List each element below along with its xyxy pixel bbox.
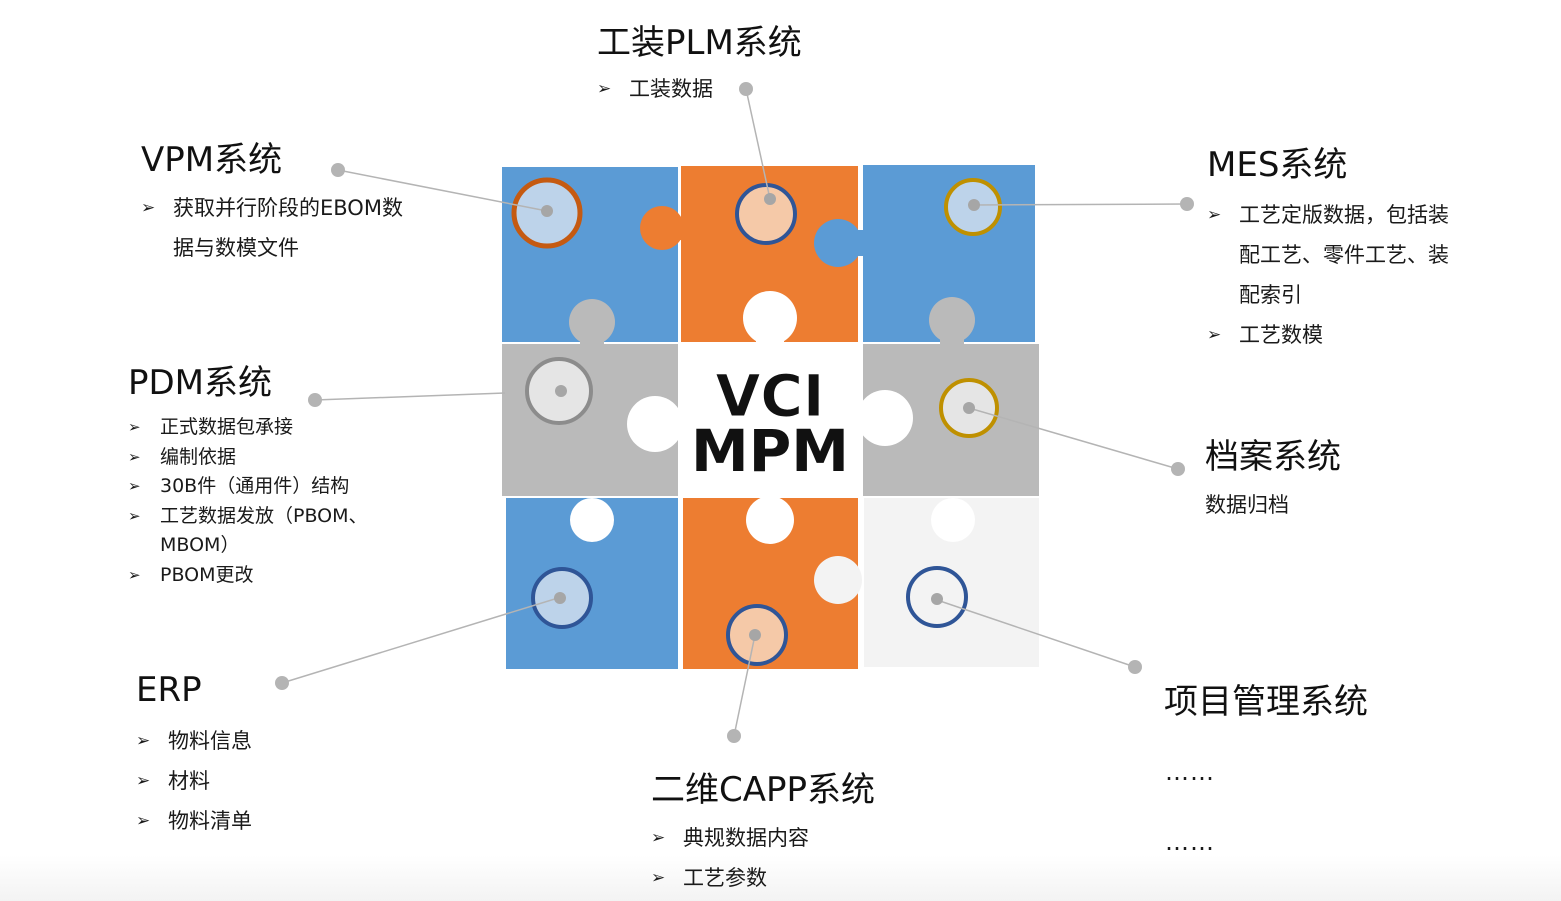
project-system-title: 项目管理系统 xyxy=(1164,682,1368,722)
list-item: ➢材料 xyxy=(136,761,252,801)
arrow-bullet-icon: ➢ xyxy=(597,79,612,99)
project-more-1: …… xyxy=(1165,758,1215,786)
arrow-bullet-icon: ➢ xyxy=(141,198,156,218)
center-title-line1: VCI xyxy=(715,362,824,430)
puzzle-tabs xyxy=(569,206,975,604)
list-item: ➢正式数据包承接 xyxy=(128,413,428,443)
capp-system-block: 二维CAPP系统 ➢典规数据内容 ➢工艺参数 xyxy=(651,770,875,898)
list-item: ➢PBOM更改 xyxy=(128,561,428,591)
list-item: ➢工艺定版数据，包括装配工艺、零件工艺、装配索引 xyxy=(1207,195,1454,315)
capp-item-list: ➢典规数据内容 ➢工艺参数 xyxy=(651,818,875,898)
archive-system-text: 数据归档 xyxy=(1205,493,1289,517)
pdm-system-block: PDM系统 ➢正式数据包承接 ➢编制依据 ➢30B件（通用件）结构 ➢工艺数据发… xyxy=(128,363,428,590)
list-item: ➢编制依据 xyxy=(128,443,428,473)
project-more-2: …… xyxy=(1165,828,1215,856)
capp-system-title: 二维CAPP系统 xyxy=(651,770,876,810)
project-system-block: 项目管理系统 xyxy=(1164,682,1368,722)
erp-item-list: ➢物料信息 ➢材料 ➢物料清单 xyxy=(136,721,252,841)
mes-system-block: MES系统 ➢工艺定版数据，包括装配工艺、零件工艺、装配索引 ➢工艺数模 xyxy=(1207,145,1507,355)
arrow-bullet-icon: ➢ xyxy=(136,771,151,791)
plm-system-block: 工装PLM系统 ➢工装数据 xyxy=(597,23,802,109)
archive-system-block: 档案系统 数据归档 xyxy=(1205,437,1341,525)
list-item: ➢工装数据 xyxy=(597,69,802,109)
list-item: ➢物料信息 xyxy=(136,721,252,761)
mes-item-list: ➢工艺定版数据，包括装配工艺、零件工艺、装配索引 ➢工艺数模 xyxy=(1207,195,1507,355)
list-item: ➢工艺参数 xyxy=(651,858,875,898)
arrow-bullet-icon: ➢ xyxy=(128,565,141,584)
arrow-bullet-icon: ➢ xyxy=(128,418,141,436)
pdm-system-title: PDM系统 xyxy=(128,363,273,403)
list-item: ➢工艺数据发放（PBOM、MBOM） xyxy=(128,502,420,561)
puzzle-piece-center xyxy=(679,343,862,497)
list-item: ➢工艺数模 xyxy=(1207,315,1507,355)
plm-item-list: ➢工装数据 xyxy=(597,69,802,109)
list-item: ➢典规数据内容 xyxy=(651,818,875,858)
vpm-item-list: ➢获取并行阶段的EBOM数据与数模文件 xyxy=(141,188,471,268)
archive-system-title: 档案系统 xyxy=(1205,437,1341,477)
list-item: ➢30B件（通用件）结构 xyxy=(128,472,428,502)
mes-system-title: MES系统 xyxy=(1207,145,1348,185)
arrow-bullet-icon: ➢ xyxy=(651,828,666,848)
list-item: ➢物料清单 xyxy=(136,801,252,841)
arrow-bullet-icon: ➢ xyxy=(136,731,151,751)
arrow-bullet-icon: ➢ xyxy=(1207,205,1222,225)
pdm-item-list: ➢正式数据包承接 ➢编制依据 ➢30B件（通用件）结构 ➢工艺数据发放（PBOM… xyxy=(128,413,428,590)
arrow-bullet-icon: ➢ xyxy=(651,868,666,888)
plm-system-title: 工装PLM系统 xyxy=(597,23,802,63)
center-title-line2: MPM xyxy=(691,417,849,485)
background-fade xyxy=(0,855,1561,901)
arrow-bullet-icon: ➢ xyxy=(128,447,141,466)
ring-center-dots xyxy=(541,193,980,641)
arrow-bullet-icon: ➢ xyxy=(128,506,141,525)
vpm-system-block: VPM系统 ➢获取并行阶段的EBOM数据与数模文件 xyxy=(141,140,471,268)
erp-system-block: ERP ➢物料信息 ➢材料 ➢物料清单 xyxy=(136,670,252,841)
arrow-bullet-icon: ➢ xyxy=(128,477,141,495)
arrow-bullet-icon: ➢ xyxy=(1207,325,1222,345)
vpm-system-title: VPM系统 xyxy=(141,140,283,180)
arrow-bullet-icon: ➢ xyxy=(136,811,151,831)
connector-dots xyxy=(275,82,1194,743)
list-item: ➢获取并行阶段的EBOM数据与数模文件 xyxy=(141,188,403,268)
erp-system-title: ERP xyxy=(136,670,202,710)
connector-lines xyxy=(281,88,1188,737)
